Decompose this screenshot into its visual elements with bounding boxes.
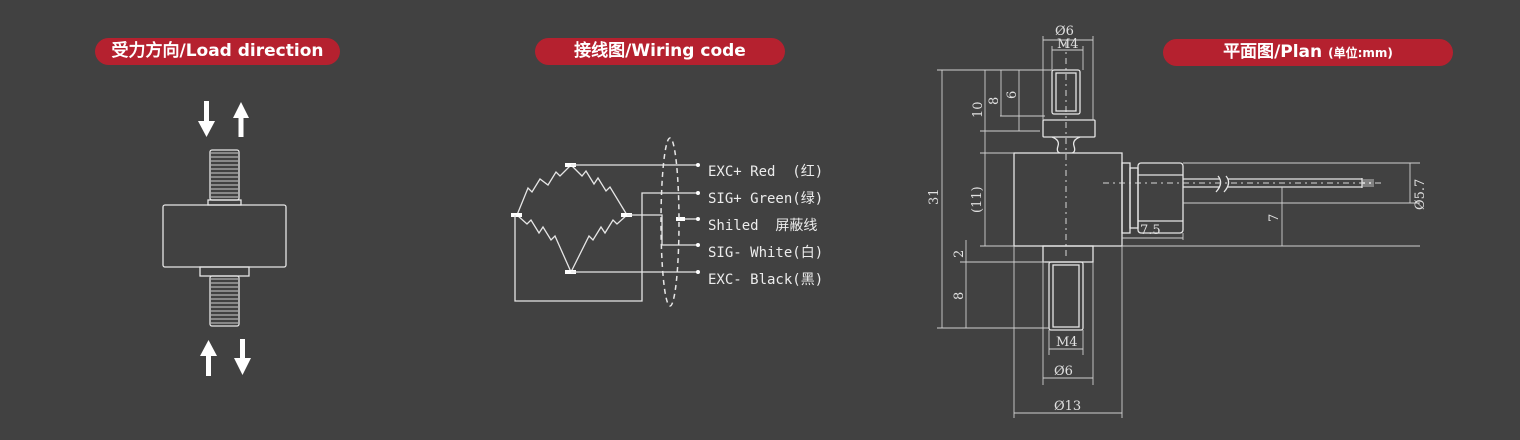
load-cell-body xyxy=(162,204,287,268)
dim-8-top: 8 xyxy=(987,97,1002,105)
dim-6: 6 xyxy=(1005,91,1020,99)
load-direction-header: 受力方向/Load direction xyxy=(95,38,340,65)
plan-drawing: Ø6 M4 10 8 6 31 (11) 2 8 7.5 7 Ø5.7 M4 Ø… xyxy=(927,24,1428,418)
dim-8-bottom: 8 xyxy=(952,292,967,300)
wiring-code-header: 接线图/Wiring code xyxy=(535,38,785,65)
arrow-down-icon xyxy=(198,101,215,137)
bottom-collar xyxy=(199,266,250,277)
dim-2: 2 xyxy=(952,250,967,258)
dim-7: 7 xyxy=(1267,214,1282,222)
arrow-up-icon xyxy=(200,340,217,376)
load-direction-title-en: /Load direction xyxy=(179,41,324,61)
arrow-up-icon xyxy=(233,102,249,137)
wiring-code-title-cn: 接线图 xyxy=(574,41,626,61)
dim-bottom-dia: Ø6 xyxy=(1054,364,1073,379)
plan-unit: (单位:mm) xyxy=(1328,46,1393,60)
plan-title-en: /Plan xyxy=(1274,42,1323,62)
plan-header: 平面图/Plan (单位:mm) xyxy=(1163,39,1453,66)
load-direction-title-cn: 受力方向 xyxy=(111,41,180,61)
arrow-down-icon xyxy=(234,339,251,375)
plan-body xyxy=(1013,152,1123,247)
top-threaded-stud xyxy=(207,149,242,206)
wire-label-exc-plus: EXC+ Red (红) xyxy=(708,164,823,180)
load-direction-figure xyxy=(162,101,287,376)
dim-top-dia: Ø6 xyxy=(1055,24,1074,39)
dim-31: 31 xyxy=(927,188,942,205)
wire-label-shield: Shiled 屏蔽线 xyxy=(708,218,817,234)
wiring-code-title-en: /Wiring code xyxy=(625,41,746,61)
dimension-lines xyxy=(941,39,1411,414)
dim-body-dia: Ø13 xyxy=(1054,399,1081,414)
wire-label-sig-minus: SIG- White(白) xyxy=(708,245,823,261)
dim-10: 10 xyxy=(971,101,986,118)
dim-top-thread: M4 xyxy=(1057,37,1079,52)
shield-loop xyxy=(660,137,680,307)
dim-bottom-thread: M4 xyxy=(1056,335,1078,350)
dim-cable-dia: Ø5.7 xyxy=(1413,179,1428,210)
wire-label-exc-minus: EXC- Black(黑) xyxy=(708,272,823,288)
dim-11: (11) xyxy=(970,186,985,213)
wires xyxy=(514,163,700,302)
wiring-figure: EXC+ Red (红) SIG+ Green(绿) Shiled 屏蔽线 SI… xyxy=(511,137,823,307)
wire-label-sig-plus: SIG+ Green(绿) xyxy=(708,191,823,207)
plan-title-cn: 平面图 xyxy=(1223,42,1275,62)
bottom-threaded-stud xyxy=(209,275,240,327)
dim-7-5: 7.5 xyxy=(1140,223,1161,238)
wheatstone-bridge xyxy=(511,163,632,274)
